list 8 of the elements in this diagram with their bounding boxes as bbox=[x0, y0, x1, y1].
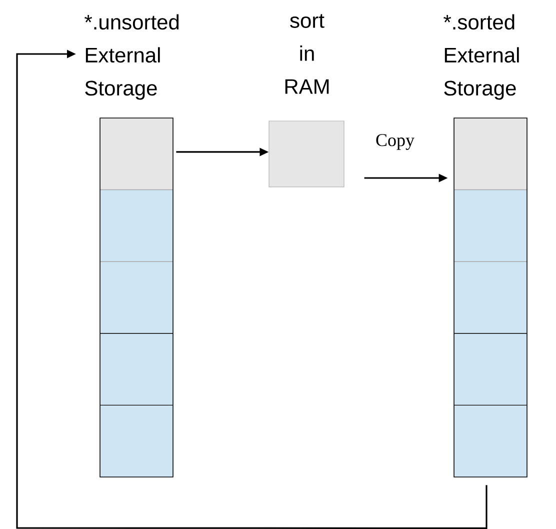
node-label: *.sorted External Storage bbox=[444, 14, 519, 100]
storage-column: *.sorted External Storage bbox=[444, 14, 528, 478]
ram-box: sort in RAM bbox=[268, 14, 344, 188]
node-label: sort in RAM bbox=[285, 14, 329, 94]
storage-column: *.unsorted External Storage bbox=[84, 14, 179, 478]
arrow bbox=[16, 50, 488, 529]
edge-label: Copy bbox=[376, 134, 414, 150]
node-label: *.unsorted External Storage bbox=[84, 14, 179, 100]
